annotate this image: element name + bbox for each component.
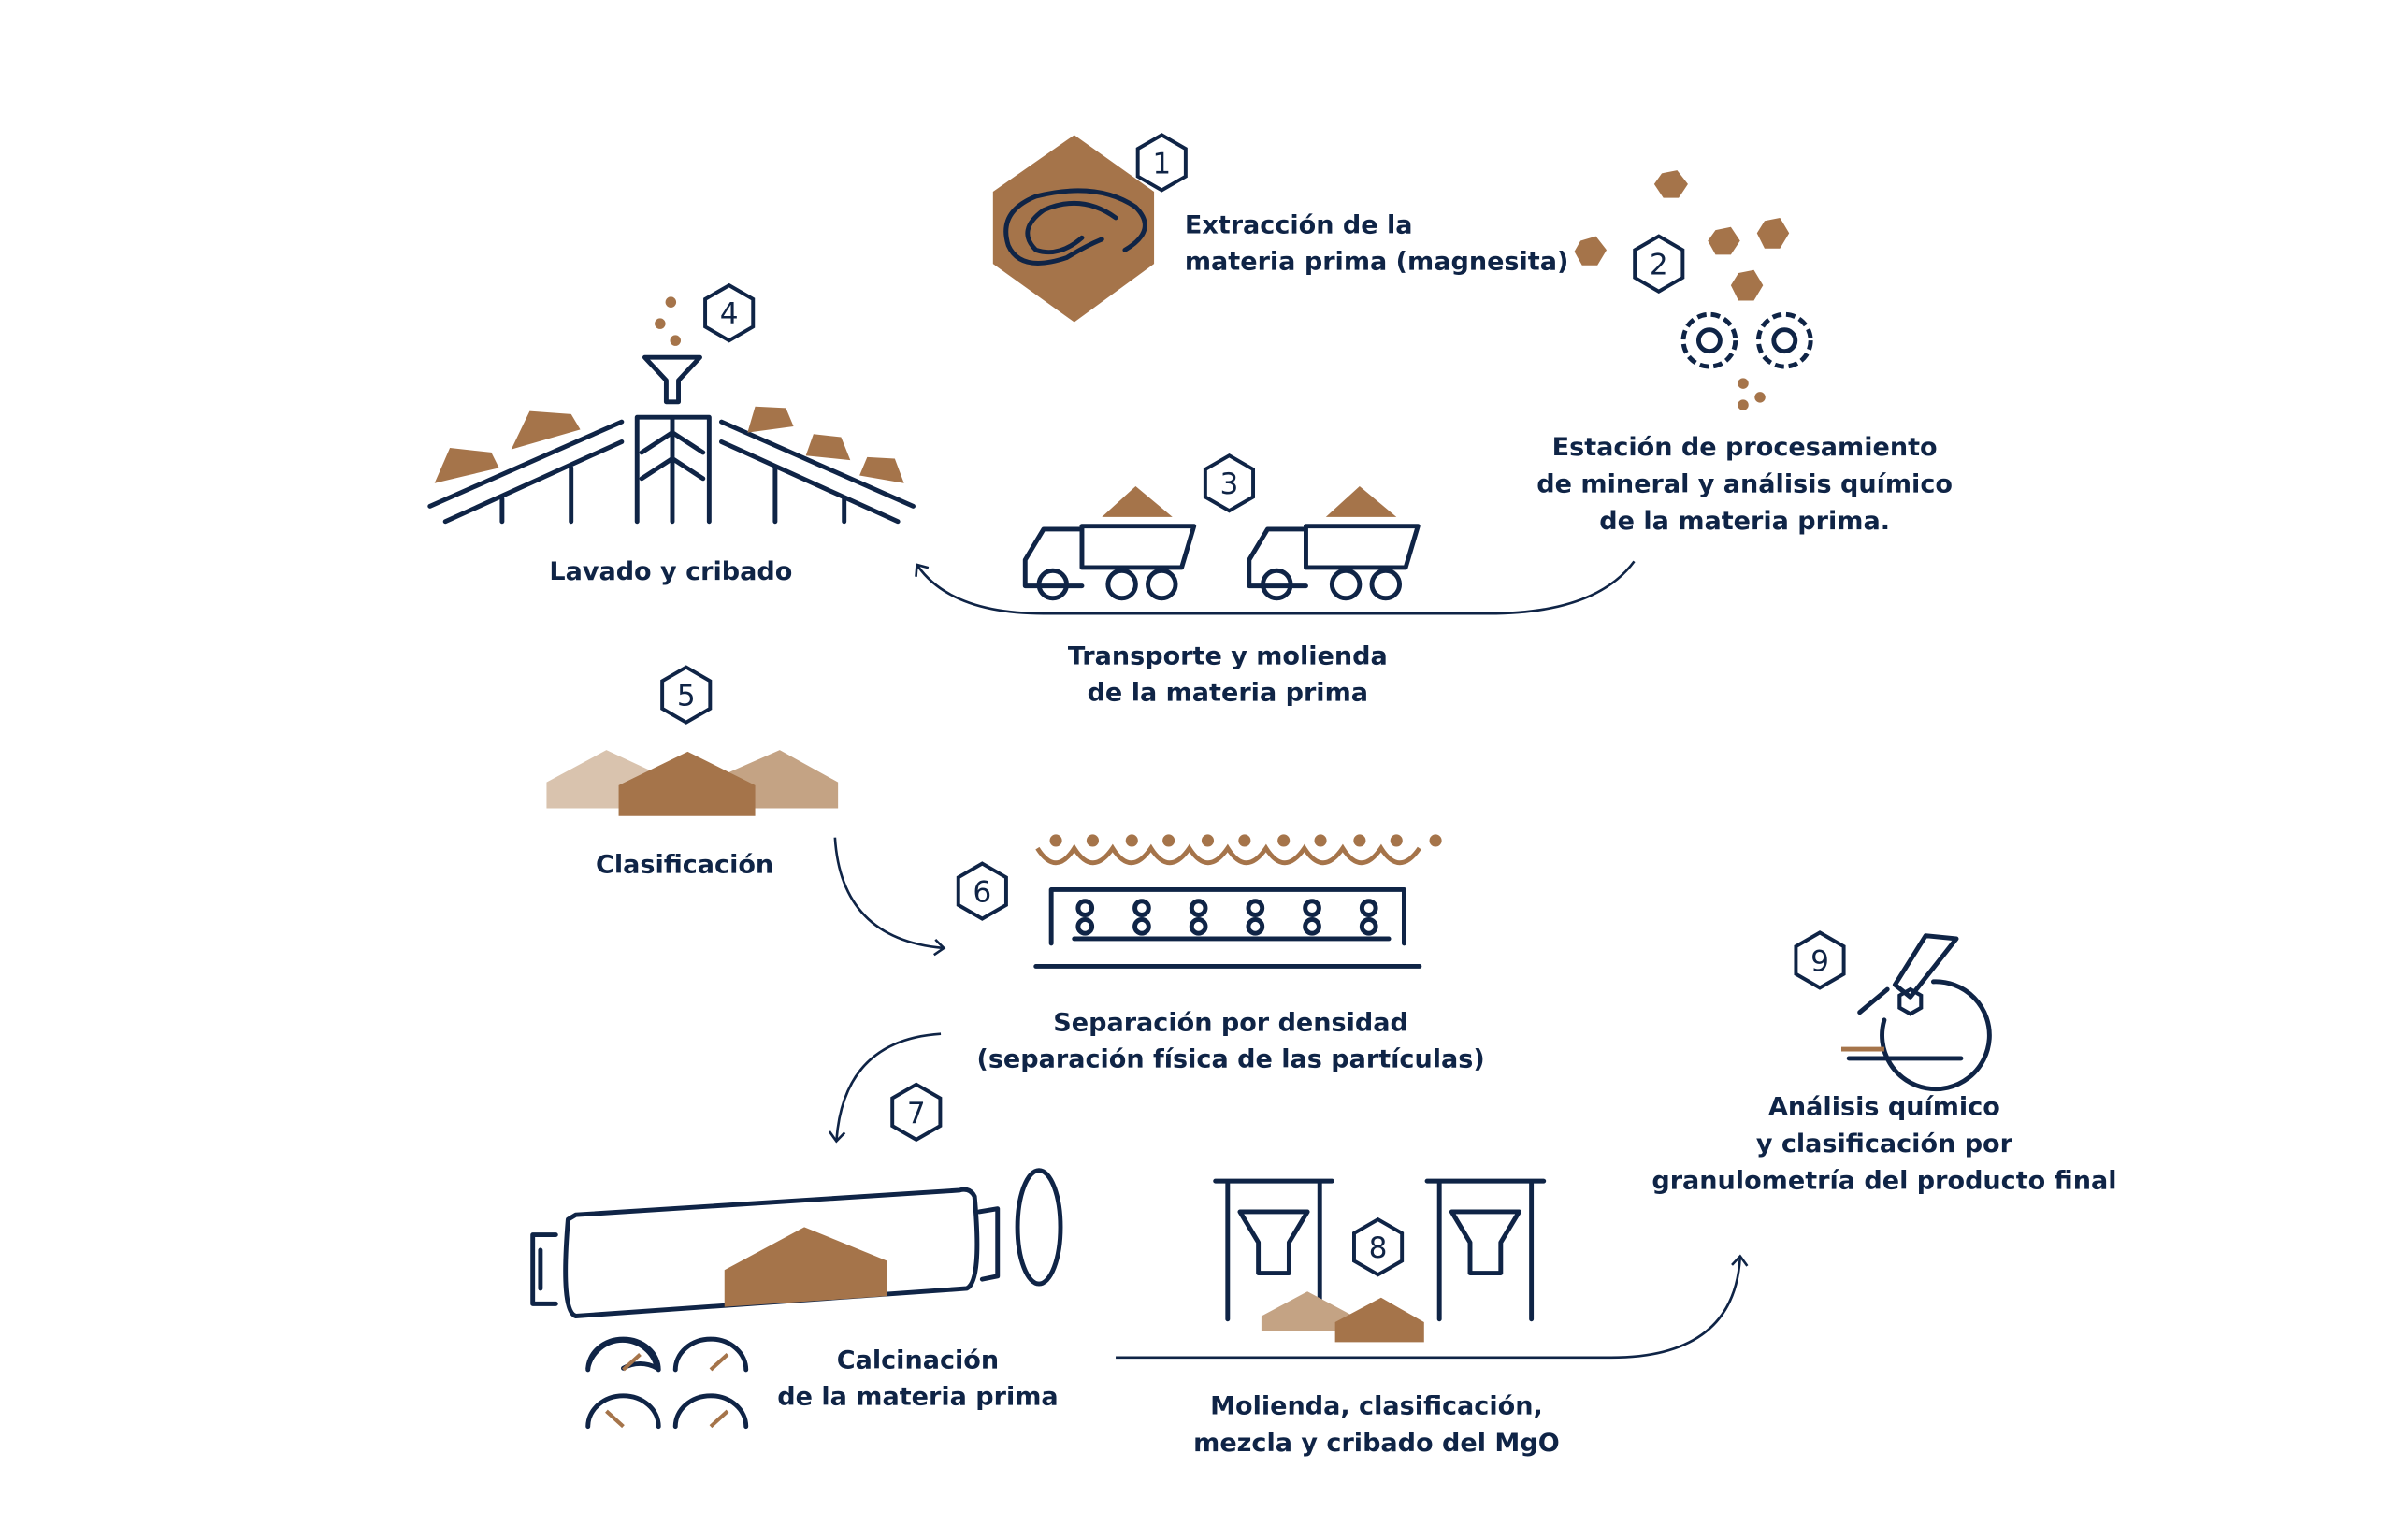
step-badge-5: 5 <box>660 665 713 725</box>
particle <box>1049 834 1062 847</box>
step-7-label-line: de la materia prima <box>777 1383 1058 1412</box>
rotary-kiln-icon <box>530 1168 1063 1430</box>
particle-bead <box>1189 916 1208 936</box>
hexagon-badge-shape <box>956 861 1008 921</box>
mine-icon <box>992 135 1155 323</box>
step-5-label-line: Clasificación <box>596 850 773 879</box>
step-number: 6 <box>973 876 991 910</box>
particle <box>1125 834 1138 847</box>
step-9-label-line: y clasificación por <box>1756 1130 2013 1159</box>
microscope-icon <box>1840 933 1992 1092</box>
particle-bead <box>1246 899 1265 917</box>
particle <box>1314 834 1327 847</box>
particle <box>1201 834 1215 847</box>
step-2-label-line: de mineral y análisis químico <box>1536 470 1953 499</box>
hexagon-badge-shape <box>1352 1216 1405 1277</box>
step-badge-3: 3 <box>1203 453 1256 513</box>
flow-arrow-6-7 <box>828 1032 942 1144</box>
particle <box>1429 834 1442 847</box>
step-2-label-line: de la materia prima. <box>1599 507 1890 536</box>
step-number: 2 <box>1650 249 1668 282</box>
hexagon-badge-shape <box>1203 453 1256 513</box>
particle-bead <box>1359 916 1378 936</box>
step-3-label-line: Transporte y molienda <box>1068 641 1388 670</box>
step-number: 9 <box>1810 944 1829 978</box>
trucks-icon <box>1022 486 1421 601</box>
step-1-label-line: materia prima (magnesita) <box>1185 248 1568 277</box>
particle-bead <box>1132 916 1151 936</box>
step-badge-9: 9 <box>1794 930 1846 990</box>
step-9-label-line: Análisis químico <box>1768 1093 2000 1122</box>
step-badge-7: 7 <box>890 1082 943 1143</box>
step-number: 3 <box>1220 468 1239 501</box>
step-6-label-line: (separación física de las partículas) <box>976 1045 1484 1074</box>
density-separator-icon <box>1033 834 1442 969</box>
particle-bead <box>1189 899 1208 917</box>
flow-arrow-5-6 <box>833 837 946 957</box>
particle-bead <box>1075 899 1095 917</box>
step-badge-8: 8 <box>1352 1216 1405 1277</box>
step-1-label-line: Extracción de la <box>1185 210 1413 239</box>
step-8-label-line: Molienda, clasificación, <box>1210 1391 1543 1420</box>
step-4-label-line: Lavado y cribado <box>549 557 792 586</box>
step-number: 8 <box>1369 1231 1388 1265</box>
step-number: 7 <box>907 1097 926 1130</box>
particle <box>1162 834 1175 847</box>
particle <box>1086 834 1100 847</box>
step-3-label-line: de la materia prima <box>1088 679 1368 708</box>
step-number: 5 <box>677 680 696 713</box>
particle <box>1238 834 1251 847</box>
particle-bead <box>1246 916 1265 936</box>
particle <box>1277 834 1291 847</box>
flow-arrow-2-3 <box>915 560 1636 615</box>
step-number: 4 <box>720 297 739 331</box>
step-number: 1 <box>1152 147 1171 180</box>
washing-screening-icon <box>427 296 916 525</box>
milling-hoppers-icon <box>1213 1178 1547 1343</box>
hexagon-badge-shape <box>890 1082 943 1143</box>
hexagon-badge-shape <box>703 282 756 343</box>
particle-bead <box>1075 916 1095 936</box>
particle-bead <box>1132 899 1151 917</box>
particle-bead <box>1359 899 1378 917</box>
hexagon-badge-shape <box>1135 133 1188 193</box>
particle-bead <box>1303 916 1321 936</box>
step-7-label-line: Calcinación <box>837 1346 999 1374</box>
step-9-label-line: granulometría del producto final <box>1651 1166 2116 1195</box>
flow-arrow-8-9 <box>1116 1254 1749 1360</box>
processing-gears-icon <box>1574 170 1813 410</box>
particle-bead <box>1303 899 1321 917</box>
step-8-label-line: mezcla y cribado del MgO <box>1193 1429 1560 1458</box>
step-6-label-line: Separación por densidad <box>1053 1008 1408 1037</box>
particle <box>1390 834 1403 847</box>
classification-piles-icon <box>546 750 839 816</box>
step-2-label-line: Estación de procesamiento <box>1552 433 1938 462</box>
step-badge-4: 4 <box>703 282 756 343</box>
step-badge-6: 6 <box>956 861 1008 921</box>
hexagon-badge-shape <box>1794 930 1846 990</box>
step-badge-1: 1 <box>1135 133 1188 193</box>
hexagon-badge-shape <box>660 665 713 725</box>
step-badge-2: 2 <box>1633 234 1685 294</box>
particle <box>1353 834 1366 847</box>
hexagon-badge-shape <box>1633 234 1685 294</box>
